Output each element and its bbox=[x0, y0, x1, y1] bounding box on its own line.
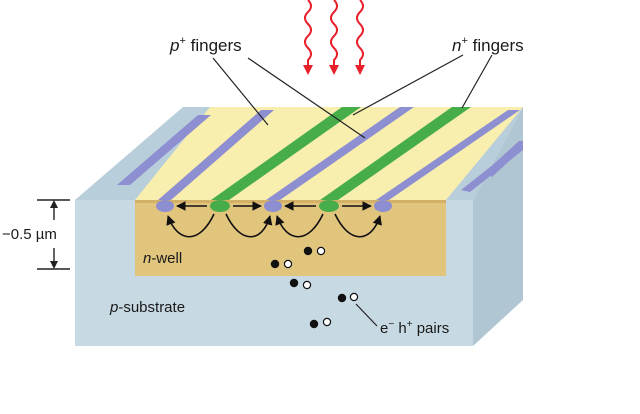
n-well-label: n-well bbox=[143, 250, 182, 267]
p-fingers-label: p+ fingers bbox=[169, 35, 242, 55]
n-finger-2-section bbox=[319, 200, 339, 212]
n-finger-1 bbox=[211, 107, 361, 200]
n-finger-1-section bbox=[210, 200, 230, 212]
p-finger-3-section bbox=[374, 200, 392, 212]
hole bbox=[316, 246, 326, 256]
electron-hole-pairs-label: e− h+ pairs bbox=[380, 319, 449, 337]
p-substrate-label: p-substrate bbox=[109, 299, 185, 316]
electron bbox=[309, 319, 319, 329]
electron-hole-pairs bbox=[270, 246, 359, 329]
p-finger-1-section bbox=[156, 200, 174, 212]
p-finger-side-right-2 bbox=[461, 141, 523, 192]
hole bbox=[302, 280, 312, 290]
field-arrows-curved bbox=[166, 213, 382, 238]
depth-arrow-up bbox=[50, 200, 58, 208]
electron bbox=[270, 259, 280, 269]
hole bbox=[349, 292, 359, 302]
electron bbox=[337, 293, 347, 303]
electron bbox=[289, 278, 299, 288]
hole bbox=[283, 259, 293, 269]
depth-arrow-down bbox=[50, 261, 58, 269]
p-finger-2-section bbox=[264, 200, 282, 212]
substrate-side-face bbox=[473, 107, 523, 346]
depth-label: −0.5 µm bbox=[2, 226, 57, 243]
p-finger-2 bbox=[266, 107, 414, 200]
p-finger-3 bbox=[376, 110, 520, 200]
incident-light-arrows bbox=[303, 0, 365, 75]
n-fingers-label: n+ fingers bbox=[452, 35, 524, 55]
p-finger-outer-left bbox=[117, 115, 211, 185]
leader-lines bbox=[212, 54, 493, 327]
n-finger-2 bbox=[320, 107, 471, 200]
n-well-edge bbox=[135, 200, 446, 203]
p-finger-1 bbox=[158, 110, 274, 200]
electron bbox=[303, 246, 313, 256]
hole bbox=[322, 317, 332, 327]
